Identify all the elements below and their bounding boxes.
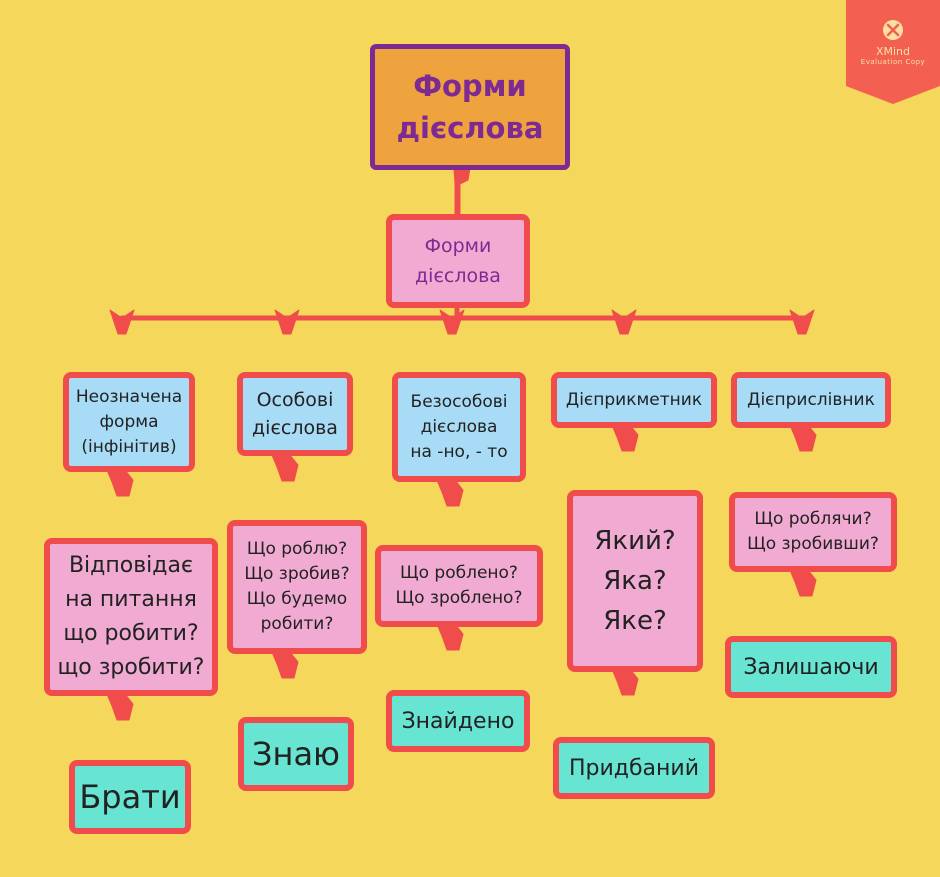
example-text: Придбаний <box>568 755 700 781</box>
example-impersonal-verbs[interactable]: Знайдено <box>386 690 530 752</box>
example-infinitive[interactable]: Брати <box>69 760 191 834</box>
category-impersonal-verbs[interactable]: Безособові дієслова на -но, - то <box>392 372 526 482</box>
example-adverbial-participle[interactable]: Залишаючи <box>725 636 897 698</box>
category-label: Неозначена форма (інфінітив) <box>75 386 183 457</box>
xmind-watermark: XMind Evaluation Copy <box>846 0 940 104</box>
example-text: Знайдено <box>401 708 515 734</box>
category-adverbial-participle[interactable]: Дієприслівник <box>731 372 891 428</box>
category-label: Дієприслівник <box>747 389 875 410</box>
example-text: Брати <box>79 778 181 816</box>
question-participle[interactable]: Який? Яка? Яке? <box>567 490 703 672</box>
center-node[interactable]: Форми дієслова <box>386 214 530 308</box>
category-infinitive[interactable]: Неозначена форма (інфінітив) <box>63 372 195 472</box>
category-label: Безособові дієслова на -но, - то <box>410 391 508 462</box>
example-text: Залишаючи <box>743 654 879 680</box>
category-label: Дієприкметник <box>565 389 703 410</box>
question-text: Відповідає на питання що робити? що зроб… <box>57 553 205 680</box>
question-text: Що роблячи? Що зробивши? <box>747 509 879 554</box>
question-impersonal-verbs[interactable]: Що роблено? Що зроблено? <box>375 545 543 627</box>
category-personal-verbs[interactable]: Особові дієслова <box>237 372 353 456</box>
category-participle[interactable]: Дієприкметник <box>551 372 717 428</box>
example-participle[interactable]: Придбаний <box>553 737 715 799</box>
example-personal-verbs[interactable]: Знаю <box>238 717 354 791</box>
question-adverbial-participle[interactable]: Що роблячи? Що зробивши? <box>729 492 897 572</box>
question-personal-verbs[interactable]: Що роблю? Що зробив? Що будемо робити? <box>227 520 367 654</box>
example-text: Знаю <box>252 735 340 773</box>
question-infinitive[interactable]: Відповідає на питання що робити? що зроб… <box>44 538 218 696</box>
watermark-badge-icon <box>846 0 940 104</box>
watermark-logo-text: XMind <box>875 45 911 58</box>
center-node-label: Форми дієслова <box>415 235 501 287</box>
question-text: Що роблю? Що зробив? Що будемо робити? <box>244 539 350 634</box>
category-label: Особові дієслова <box>252 389 338 439</box>
watermark-subtitle: Evaluation Copy <box>860 58 926 66</box>
root-node-label: Форми дієслова <box>396 69 544 145</box>
question-text: Що роблено? Що зроблено? <box>395 563 523 608</box>
root-node[interactable]: Форми дієслова <box>370 44 570 170</box>
question-text: Який? Яка? Яке? <box>594 526 676 636</box>
